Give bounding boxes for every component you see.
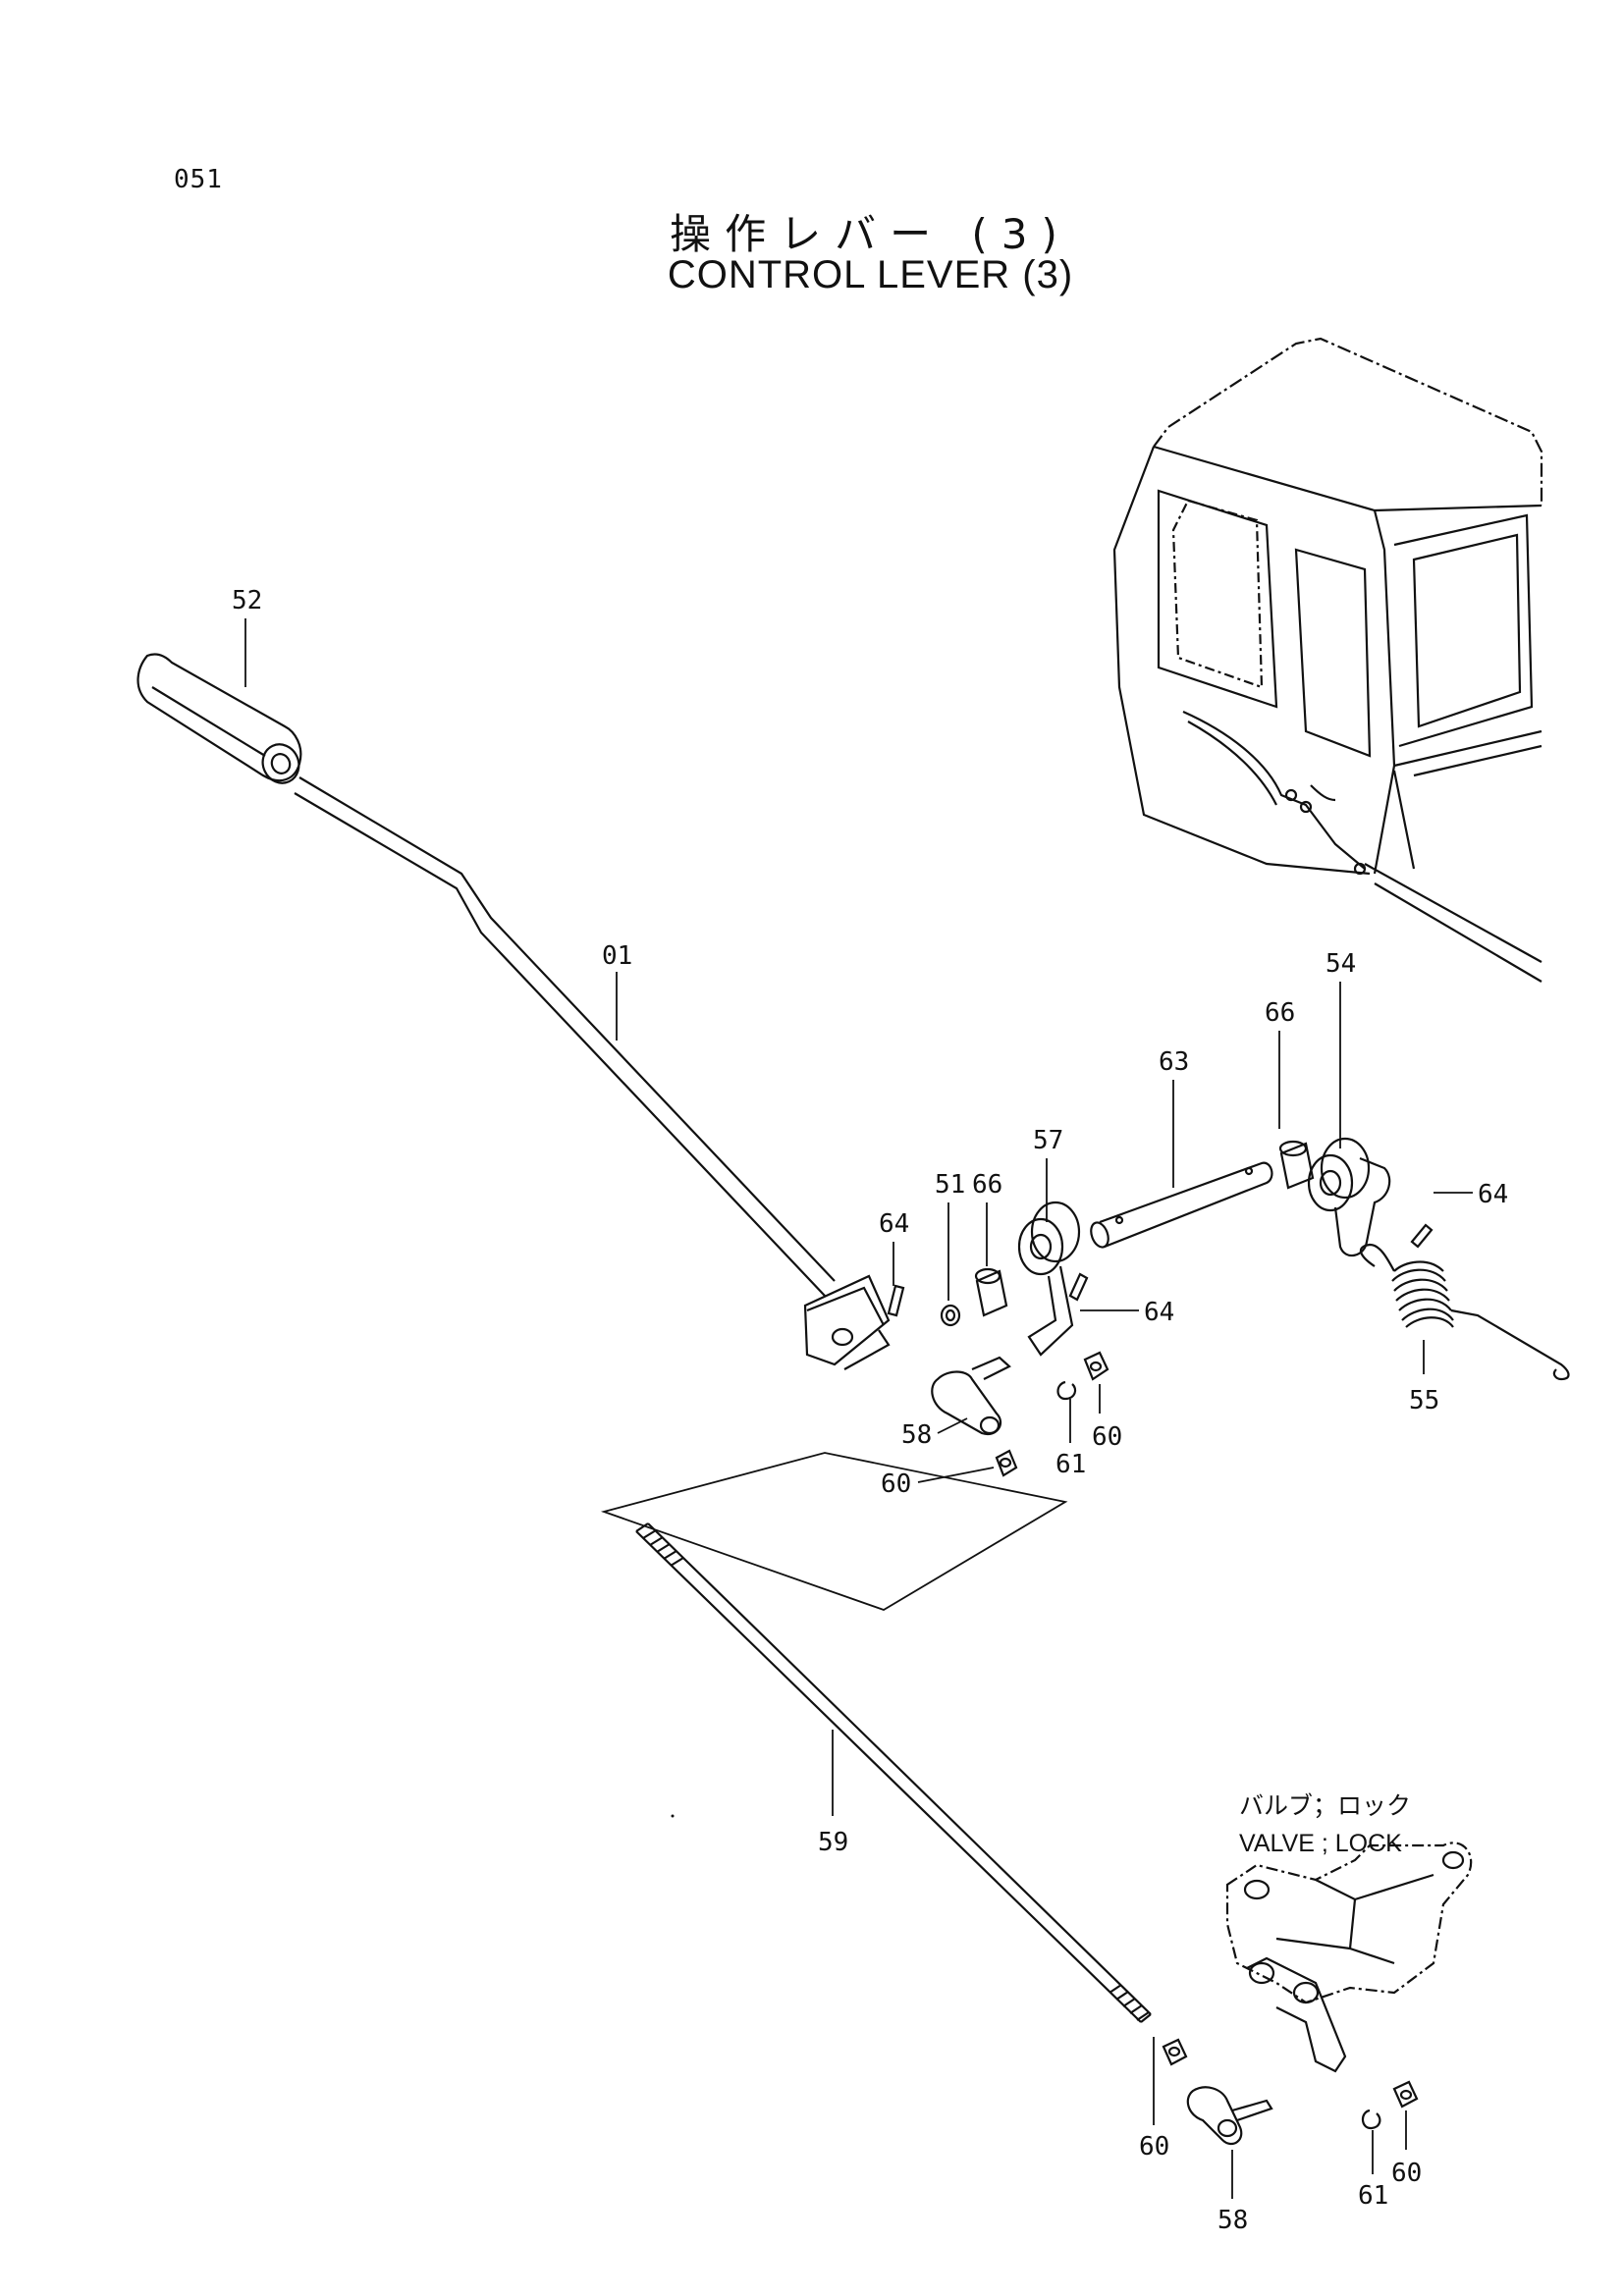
callout-66-left: 66	[972, 1170, 1002, 1200]
callout-60-lower-right: 60	[1391, 2159, 1422, 2188]
callout-64-mid: 64	[1144, 1298, 1174, 1327]
valve-lock-illustration	[1162, 1842, 1473, 2146]
bracket-54	[1307, 1137, 1391, 1257]
callout-58-lower: 58	[1217, 2206, 1248, 2235]
leader-lines	[244, 618, 1473, 2199]
small-hardware	[887, 1223, 1434, 1477]
callout-63: 63	[1159, 1047, 1189, 1077]
stray-dot	[671, 1814, 675, 1818]
callout-54: 54	[1325, 949, 1356, 979]
cab-illustration	[1112, 337, 1543, 983]
callout-60-upper-right: 60	[1092, 1422, 1122, 1452]
page-number: 051	[174, 165, 223, 194]
callout-61-lower: 61	[1358, 2181, 1388, 2211]
callout-51: 51	[935, 1170, 965, 1200]
valve-lock-label-japanese: バルブ；ロック	[1239, 1792, 1411, 1820]
callout-61-upper: 61	[1055, 1450, 1086, 1479]
callout-52: 52	[232, 586, 262, 615]
callout-01: 01	[602, 941, 632, 971]
callout-66-right: 66	[1265, 998, 1295, 1028]
callout-57: 57	[1033, 1126, 1063, 1155]
callout-60-lower-left: 60	[1139, 2132, 1169, 2162]
reference-frame	[600, 1452, 1068, 1611]
title-japanese: 操作レバー (3)	[670, 210, 1071, 258]
valve-lock-label-english: VALVE ; LOCK	[1239, 1830, 1402, 1857]
callout-60-upper-left: 60	[881, 1469, 911, 1499]
pin-63	[1090, 1161, 1273, 1249]
callout-labels: 52 01 54 66 63 57 66 51 64 64 64 55 58 6…	[232, 586, 1508, 2235]
control-lever-01	[136, 653, 891, 1370]
collar-66	[974, 1140, 1315, 1317]
callout-58-upper: 58	[901, 1420, 932, 1450]
rod-59	[635, 1522, 1152, 2023]
title-english: CONTROL LEVER (3)	[667, 253, 1074, 296]
spring-55	[1359, 1243, 1570, 1381]
bracket-57	[1017, 1201, 1081, 1357]
callout-59: 59	[818, 1828, 848, 1857]
callout-64-left: 64	[879, 1209, 909, 1239]
callout-55: 55	[1409, 1386, 1439, 1415]
callout-64-right: 64	[1478, 1180, 1508, 1209]
